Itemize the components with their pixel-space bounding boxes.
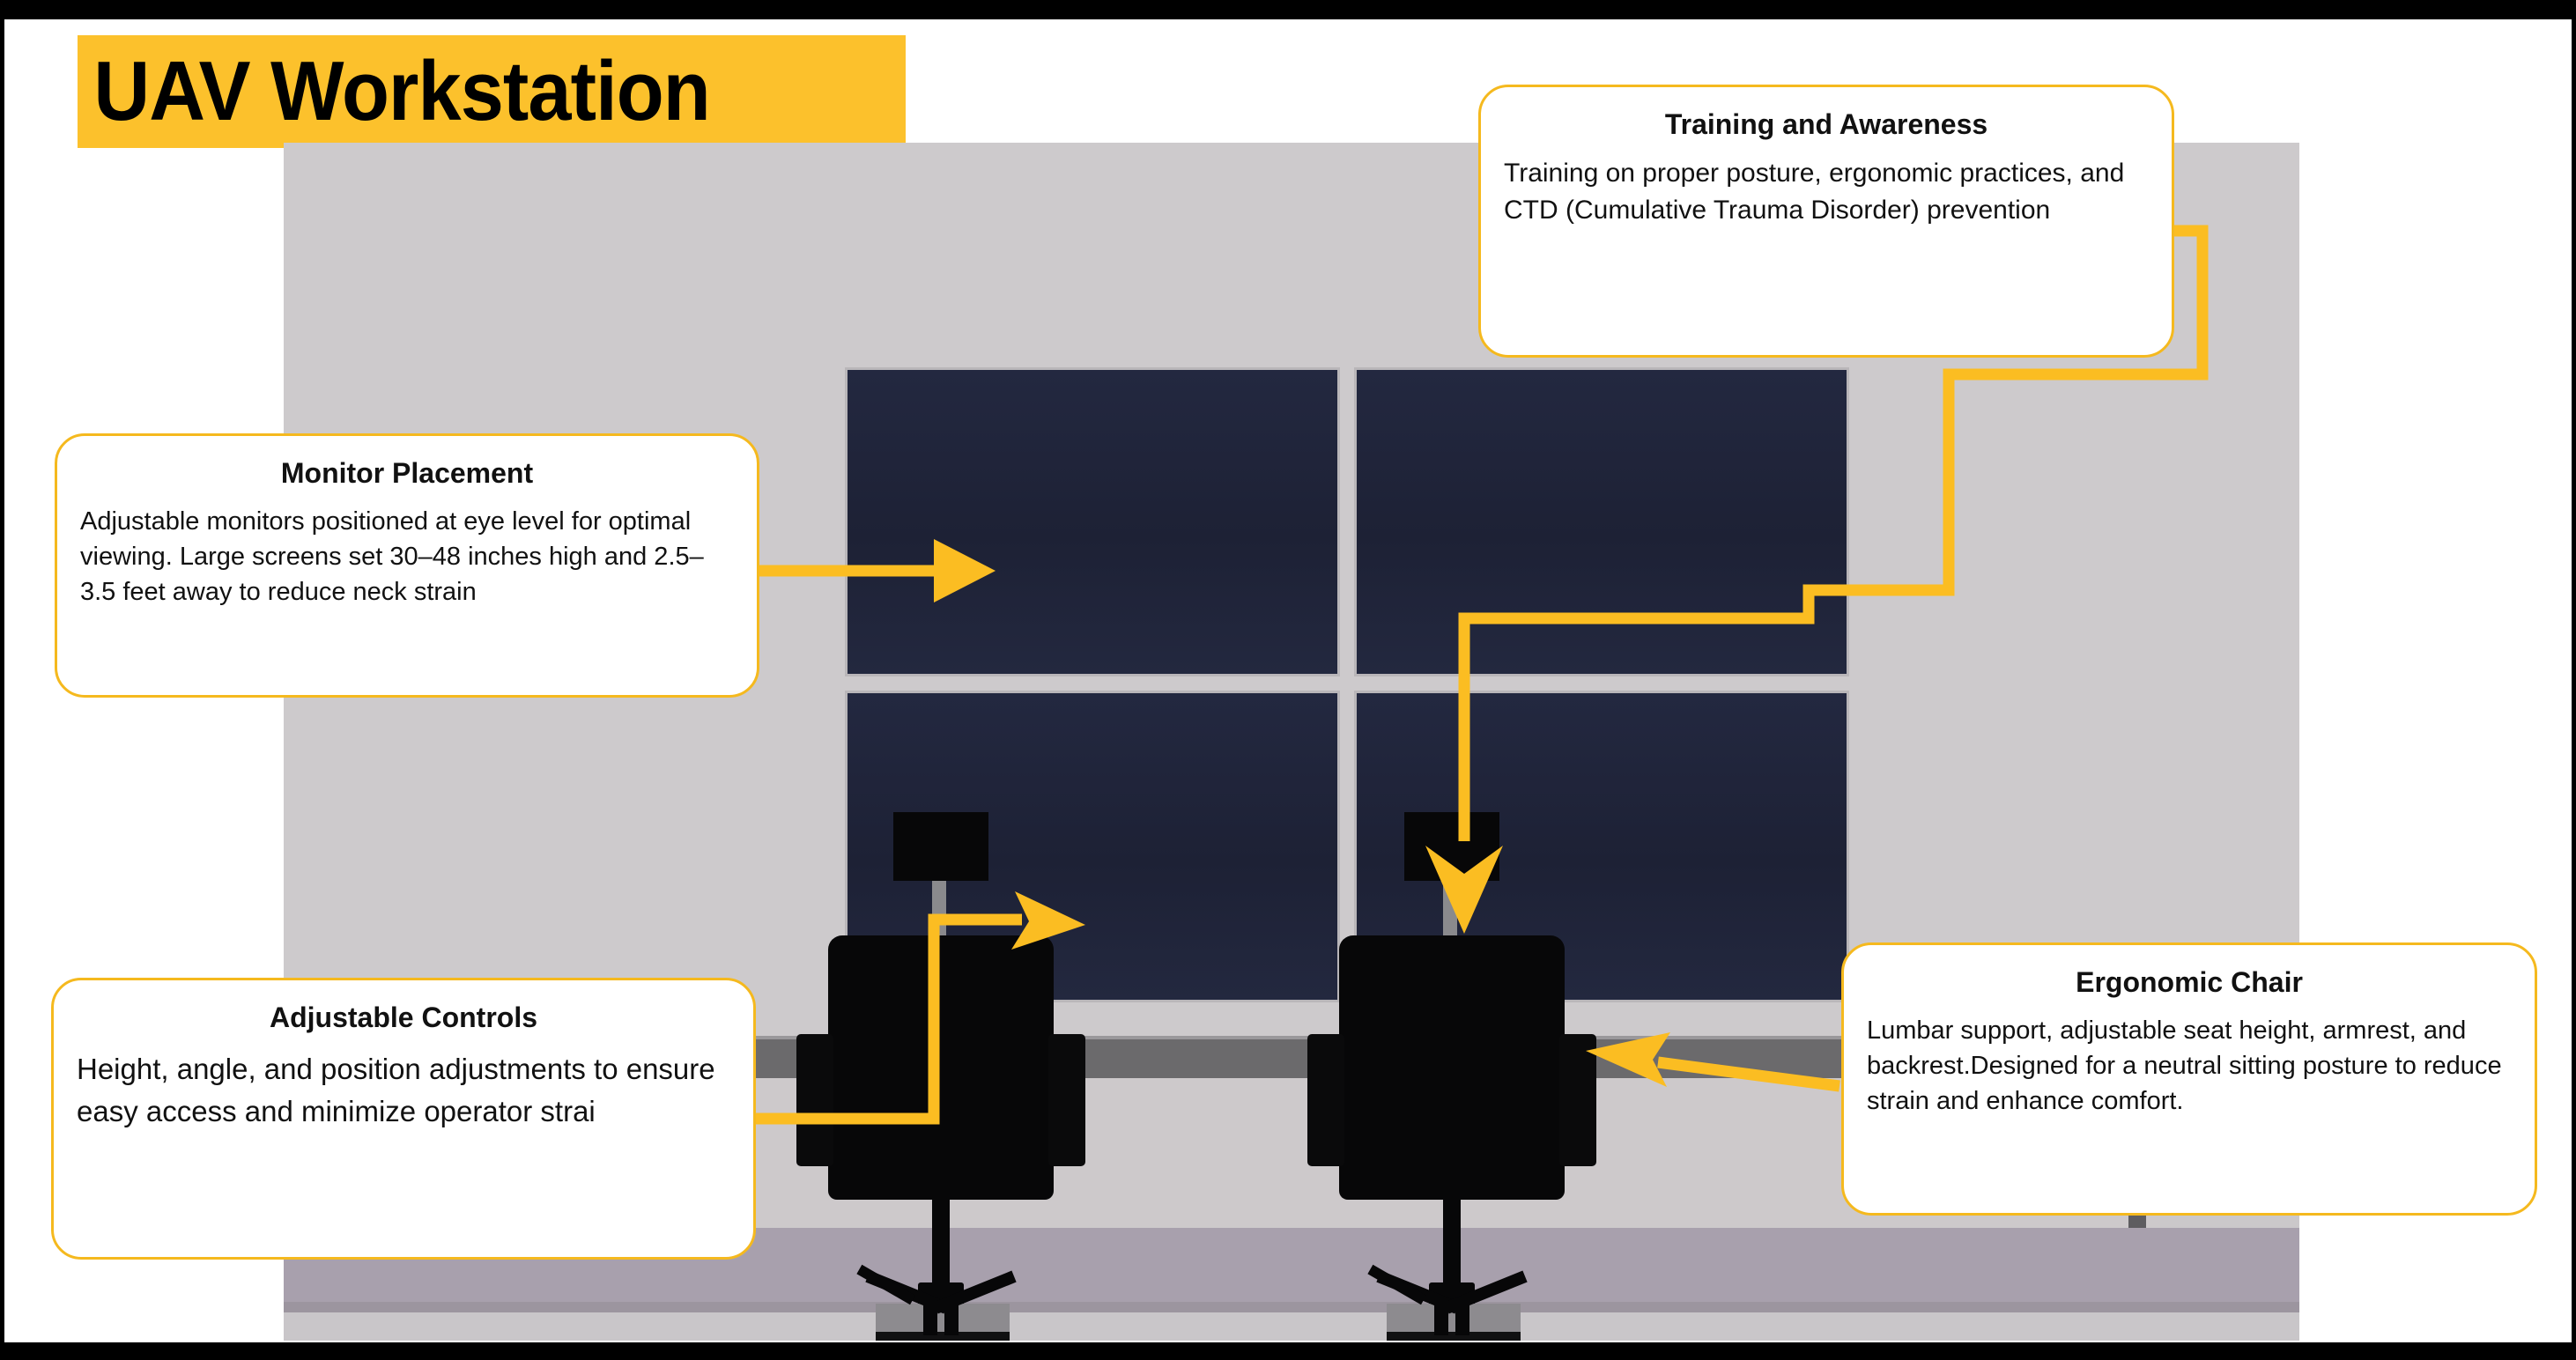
callout-monitor-placement-body: Adjustable monitors positioned at eye le… <box>80 506 704 606</box>
chair-left <box>777 812 1306 1341</box>
chair-backrest <box>828 935 1054 1200</box>
chair-caster-leg-3 <box>1434 1298 1448 1335</box>
callout-monitor-placement-title: Monitor Placement <box>280 457 534 489</box>
frame-border-top <box>0 0 2576 19</box>
callout-ergonomic-chair-title: Ergonomic Chair <box>2076 966 2303 998</box>
chair-caster-leg-4 <box>944 1298 959 1335</box>
callout-training-and-awareness-body: Training on proper posture, ergonomic pr… <box>1504 158 2125 225</box>
callout-training-and-awareness[interactable]: Training and Awareness Training on prope… <box>1478 85 2174 358</box>
chair-headrest-post <box>1443 881 1457 942</box>
frame-border-bottom <box>0 1342 2576 1360</box>
chair-headrest <box>893 812 988 881</box>
page-title: UAV Workstation <box>93 44 710 138</box>
callout-ergonomic-chair-body: Lumbar support, adjustable seat height, … <box>1867 1016 2502 1115</box>
chair-gas-cylinder <box>1443 1193 1461 1300</box>
callout-adjustable-controls[interactable]: Adjustable Controls Height, angle, and p… <box>51 978 756 1260</box>
monitor-top-right <box>1357 370 1847 674</box>
chair-floor-mat-shadow <box>876 1332 1010 1341</box>
chair-armrest-right <box>1559 1034 1596 1166</box>
desk-surface-highlight <box>363 1036 2151 1042</box>
page-title-highlight: UAV Workstation <box>78 35 906 148</box>
monitor-top-left <box>848 370 1337 674</box>
chair-headrest-post <box>932 881 946 942</box>
callout-adjustable-controls-body: Height, angle, and position adjustments … <box>77 1052 715 1127</box>
chair-caster-leg-4 <box>1455 1298 1469 1335</box>
callout-training-and-awareness-title: Training and Awareness <box>1664 108 1988 140</box>
frame-border-right <box>2572 0 2576 1360</box>
chair-caster-leg-3 <box>923 1298 937 1335</box>
callout-ergonomic-chair[interactable]: Ergonomic Chair Lumbar support, adjustab… <box>1841 942 2537 1216</box>
chair-backrest <box>1339 935 1565 1200</box>
chair-gas-cylinder <box>932 1193 950 1300</box>
chair-armrest-left <box>1307 1034 1344 1166</box>
chair-headrest <box>1404 812 1499 881</box>
chair-armrest-left <box>796 1034 833 1166</box>
callout-monitor-placement[interactable]: Monitor Placement Adjustable monitors po… <box>55 433 759 698</box>
chair-right <box>1288 812 1817 1341</box>
chair-floor-mat-shadow <box>1387 1332 1521 1341</box>
floor-base <box>284 1312 2299 1341</box>
callout-adjustable-controls-title: Adjustable Controls <box>269 1002 537 1033</box>
chair-armrest-right <box>1048 1034 1085 1166</box>
frame-border-left <box>0 0 4 1360</box>
